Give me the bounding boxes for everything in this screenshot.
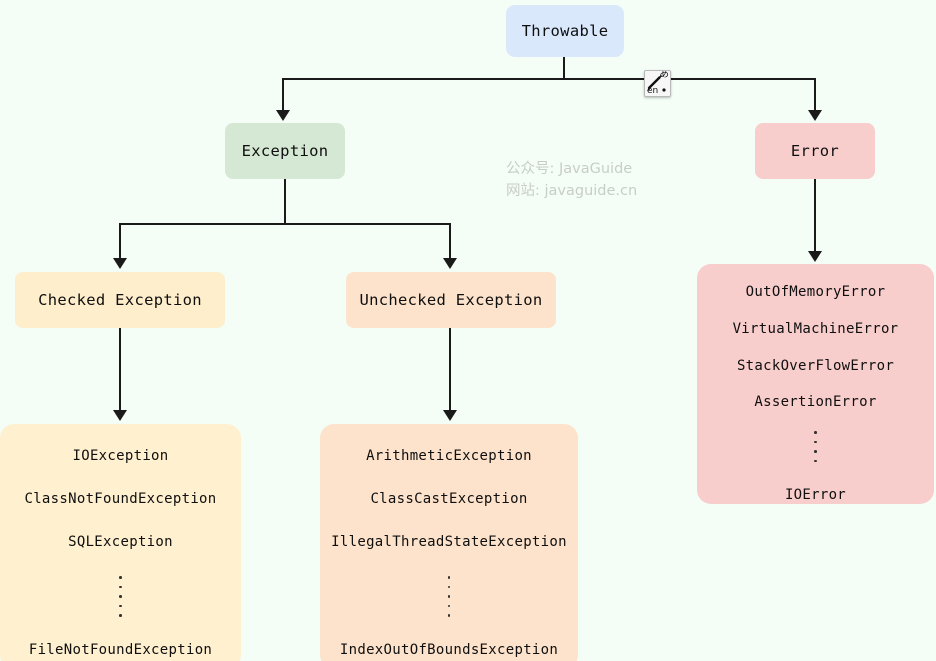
node-unchecked-exception-label: Unchecked Exception — [359, 290, 543, 309]
edge-error-to-list — [814, 179, 817, 253]
list-item: StackOverFlowError — [736, 357, 895, 374]
watermark-line-2: 网站: javaguide.cn — [506, 182, 638, 199]
pen-icon — [647, 75, 666, 92]
node-throwable[interactable]: Throwable — [506, 5, 624, 57]
node-checked-exception[interactable]: Checked Exception — [15, 272, 225, 328]
edge-exception-stem — [284, 179, 287, 225]
list-item: IllegalThreadStateException — [331, 533, 567, 550]
node-checked-exception-label: Checked Exception — [38, 290, 202, 309]
vertical-ellipsis-icon — [814, 431, 817, 469]
arrowhead-checked-list — [113, 410, 127, 421]
list-item: IOException — [72, 448, 169, 464]
edge-to-checked — [119, 223, 122, 260]
list-item: IndexOutOfBoundsException — [339, 641, 559, 658]
arrowhead-checked — [113, 258, 127, 269]
edge-to-exception — [282, 78, 285, 112]
list-item: ArithmeticException — [366, 448, 532, 464]
list-item: ClassCastException — [370, 490, 528, 507]
node-checked-exception-list[interactable]: IOException ClassNotFoundException SQLEx… — [0, 424, 241, 661]
node-exception[interactable]: Exception — [225, 123, 345, 179]
node-exception-label: Exception — [241, 141, 329, 160]
node-error-label: Error — [790, 141, 840, 160]
arrowhead-exception — [276, 110, 290, 121]
list-item: OutOfMemoryError — [745, 284, 886, 300]
list-item: VirtualMachineError — [732, 320, 899, 337]
edge-exception-bus — [119, 223, 451, 226]
arrowhead-unchecked — [443, 258, 457, 269]
list-item: IOError — [784, 487, 847, 504]
arrowhead-unchecked-list — [443, 410, 457, 421]
ime-language-indicator[interactable]: en あ — [644, 70, 671, 97]
list-item: FileNotFoundException — [28, 641, 213, 658]
ime-cjk-label: あ — [659, 70, 669, 80]
node-error[interactable]: Error — [755, 123, 875, 179]
watermark: 公众号: JavaGuide 网站: javaguide.cn — [506, 159, 637, 203]
node-unchecked-exception[interactable]: Unchecked Exception — [346, 272, 556, 328]
edge-top-bus — [282, 78, 816, 81]
edge-unchecked-to-list — [449, 328, 452, 412]
arrowhead-error-list — [808, 251, 822, 262]
arrowhead-error — [808, 110, 822, 121]
list-item: ClassNotFoundException — [24, 490, 217, 507]
list-item: AssertionError — [754, 394, 877, 411]
edge-checked-to-list — [119, 328, 122, 412]
edge-to-unchecked — [449, 223, 452, 260]
ime-language-label: en — [647, 86, 659, 96]
node-unchecked-exception-list[interactable]: ArithmeticException ClassCastException I… — [320, 424, 578, 661]
watermark-line-1: 公众号: JavaGuide — [506, 161, 633, 177]
node-error-list[interactable]: OutOfMemoryError VirtualMachineError Sta… — [697, 264, 934, 504]
vertical-ellipsis-icon — [447, 576, 451, 624]
node-throwable-label: Throwable — [521, 21, 609, 40]
vertical-ellipsis-icon — [119, 576, 122, 624]
edge-throwable-stem — [563, 57, 566, 80]
edge-to-error — [814, 78, 817, 112]
list-item: SQLException — [68, 533, 173, 550]
